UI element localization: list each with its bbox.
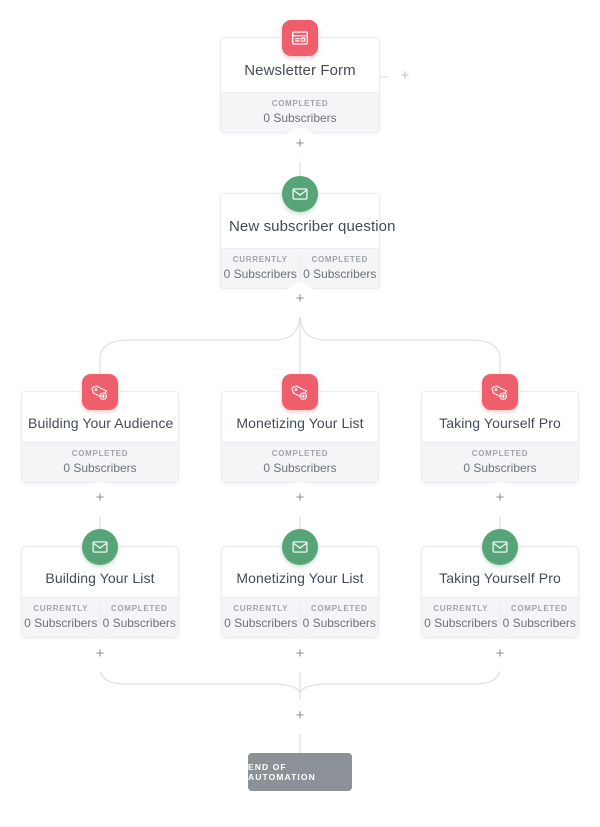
stat-label: COMPLETED [310,604,368,613]
stat-value: 0 Subscribers [63,461,137,475]
stat-label: COMPLETED [311,255,369,264]
stat-label: CURRENTLY [233,604,289,613]
add-step-button[interactable]: + [289,289,311,311]
stat-value: 0 Subscribers [303,267,377,281]
stat-label: CURRENTLY [232,255,288,264]
stat-currently: CURRENTLY 0 Subscribers [221,255,300,281]
node-stats: COMPLETED 0 Subscribers [222,442,378,482]
node-stats: CURRENTLY 0 Subscribers COMPLETED 0 Subs… [22,597,178,637]
stat-currently: CURRENTLY 0 Subscribers [22,604,100,630]
stat-value: 0 Subscribers [223,267,297,281]
node-stats: CURRENTLY 0 Subscribers COMPLETED 0 Subs… [422,597,578,637]
email-icon [282,529,318,565]
stat-label: CURRENTLY [433,604,489,613]
stat-completed: COMPLETED 0 Subscribers [222,449,378,475]
node-card-monetizing-your-list-email[interactable]: Monetizing Your List CURRENTLY 0 Subscri… [221,529,379,638]
add-tag-icon [482,374,518,410]
add-step-button[interactable]: + [489,644,511,666]
stat-completed: COMPLETED 0 Subscribers [99,604,179,630]
stat-value: 0 Subscribers [302,616,376,630]
email-icon [282,176,318,212]
stat-label: COMPLETED [271,99,329,108]
stat-completed: COMPLETED 0 Subscribers [499,604,579,630]
stat-value: 0 Subscribers [224,616,298,630]
stat-completed: COMPLETED 0 Subscribers [221,99,379,125]
stat-label: COMPLETED [510,604,568,613]
stat-currently: CURRENTLY 0 Subscribers [422,604,500,630]
node-card-newsletter-form[interactable]: Newsletter Form COMPLETED 0 Subscribers [220,20,380,133]
add-step-button[interactable]: + [394,66,416,88]
stat-label: COMPLETED [71,449,129,458]
node-stats: COMPLETED 0 Subscribers [22,442,178,482]
add-step-button[interactable]: + [89,488,111,510]
add-tag-icon [282,374,318,410]
node-card-taking-yourself-pro-tag[interactable]: Taking Yourself Pro COMPLETED 0 Subscrib… [421,374,579,483]
add-step-button[interactable]: + [289,706,311,728]
node-title: Building Your Audience [28,415,174,431]
node-title: New subscriber question [229,218,396,235]
node-card-monetizing-your-list-tag[interactable]: Monetizing Your List COMPLETED 0 Subscri… [221,374,379,483]
add-step-button[interactable]: + [289,134,311,156]
email-icon [82,529,118,565]
email-icon [482,529,518,565]
end-of-automation-label: END OF AUTOMATION [248,753,352,791]
stat-label: COMPLETED [271,449,329,458]
node-title: Monetizing Your List [236,570,364,586]
stat-label: COMPLETED [110,604,168,613]
add-step-button[interactable]: + [289,488,311,510]
stat-completed: COMPLETED 0 Subscribers [422,449,578,475]
stat-value: 0 Subscribers [263,461,337,475]
stat-label: COMPLETED [471,449,529,458]
node-title: Taking Yourself Pro [439,415,561,431]
node-title: Building Your List [45,570,155,586]
stat-value: 0 Subscribers [24,616,98,630]
node-title: Newsletter Form [244,62,356,79]
stat-currently: CURRENTLY 0 Subscribers [222,604,300,630]
node-title: Monetizing Your List [236,415,364,431]
stat-value: 0 Subscribers [502,616,576,630]
stat-value: 0 Subscribers [263,111,337,125]
stat-value: 0 Subscribers [463,461,537,475]
add-tag-icon [82,374,118,410]
form-icon [282,20,318,56]
stat-value: 0 Subscribers [424,616,498,630]
stat-completed: COMPLETED 0 Subscribers [299,604,379,630]
node-card-building-your-list[interactable]: Building Your List CURRENTLY 0 Subscribe… [21,529,179,638]
stat-completed: COMPLETED 0 Subscribers [22,449,178,475]
add-step-button[interactable]: + [89,644,111,666]
stat-completed: COMPLETED 0 Subscribers [299,255,380,281]
node-stats: COMPLETED 0 Subscribers [422,442,578,482]
node-stats: COMPLETED 0 Subscribers [221,92,379,132]
node-card-new-subscriber-question[interactable]: New subscriber question CURRENTLY 0 Subs… [220,176,396,289]
node-stats: CURRENTLY 0 Subscribers COMPLETED 0 Subs… [222,597,378,637]
add-step-button[interactable]: + [489,488,511,510]
node-card-building-your-audience[interactable]: Building Your Audience COMPLETED 0 Subsc… [21,374,179,483]
node-title: Taking Yourself Pro [439,570,561,586]
node-card-taking-yourself-pro-email[interactable]: Taking Yourself Pro CURRENTLY 0 Subscrib… [421,529,579,638]
node-stats: CURRENTLY 0 Subscribers COMPLETED 0 Subs… [221,248,379,288]
stat-value: 0 Subscribers [102,616,176,630]
stat-label: CURRENTLY [33,604,89,613]
add-step-button[interactable]: + [289,644,311,666]
